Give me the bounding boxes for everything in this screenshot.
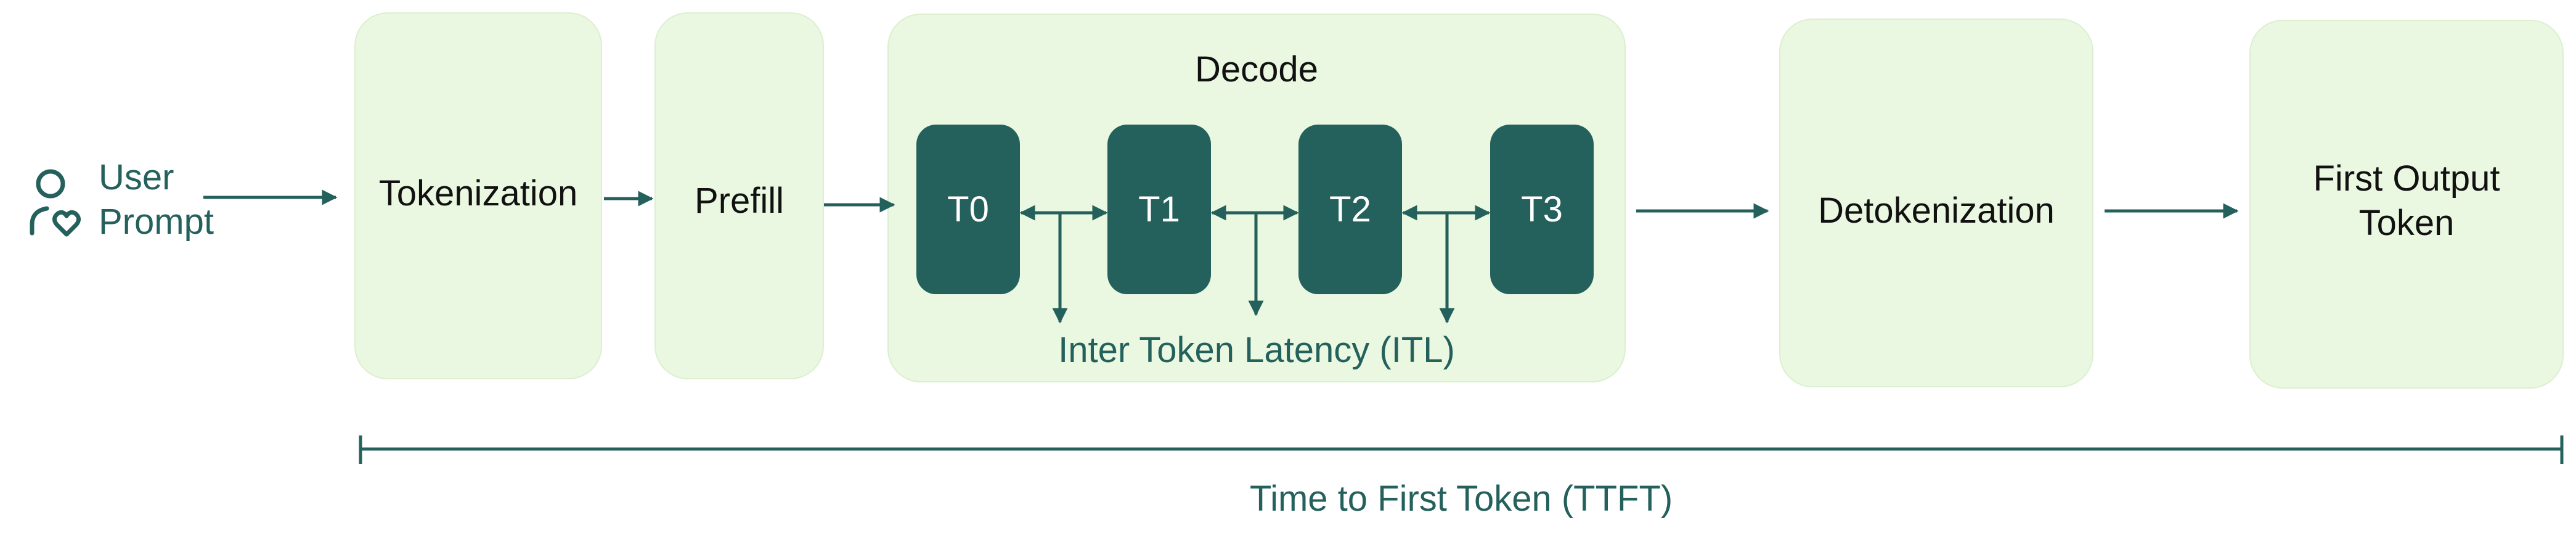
user-heart-icon — [30, 169, 81, 237]
prefill-label: Prefill — [694, 181, 785, 221]
tokenization-label: Tokenization — [378, 173, 578, 213]
tokenization-box — [354, 12, 602, 379]
token-t3: T3 — [1490, 125, 1594, 294]
token-t0: T0 — [916, 125, 1020, 294]
first-output-token-box — [2249, 20, 2564, 389]
token-t2: T2 — [1298, 125, 1402, 294]
detokenization-label: Detokenization — [1818, 191, 2055, 231]
detokenization-box — [1779, 19, 2093, 387]
first-output-line2: Token — [2358, 203, 2455, 243]
first-output-token-label: First Output Token — [2249, 157, 2564, 245]
prefill-box — [654, 12, 824, 379]
token-t1: T1 — [1107, 125, 1211, 294]
decode-title: Decode — [1195, 49, 1318, 89]
itl-label: Inter Token Latency (ITL) — [1058, 330, 1455, 370]
ttft-label: Time to First Token (TTFT) — [1249, 479, 1673, 519]
user-prompt-label: User Prompt — [99, 155, 214, 244]
prompt-label: Prompt — [99, 202, 214, 242]
user-label: User — [99, 157, 174, 197]
first-output-line1: First Output — [2313, 159, 2500, 199]
